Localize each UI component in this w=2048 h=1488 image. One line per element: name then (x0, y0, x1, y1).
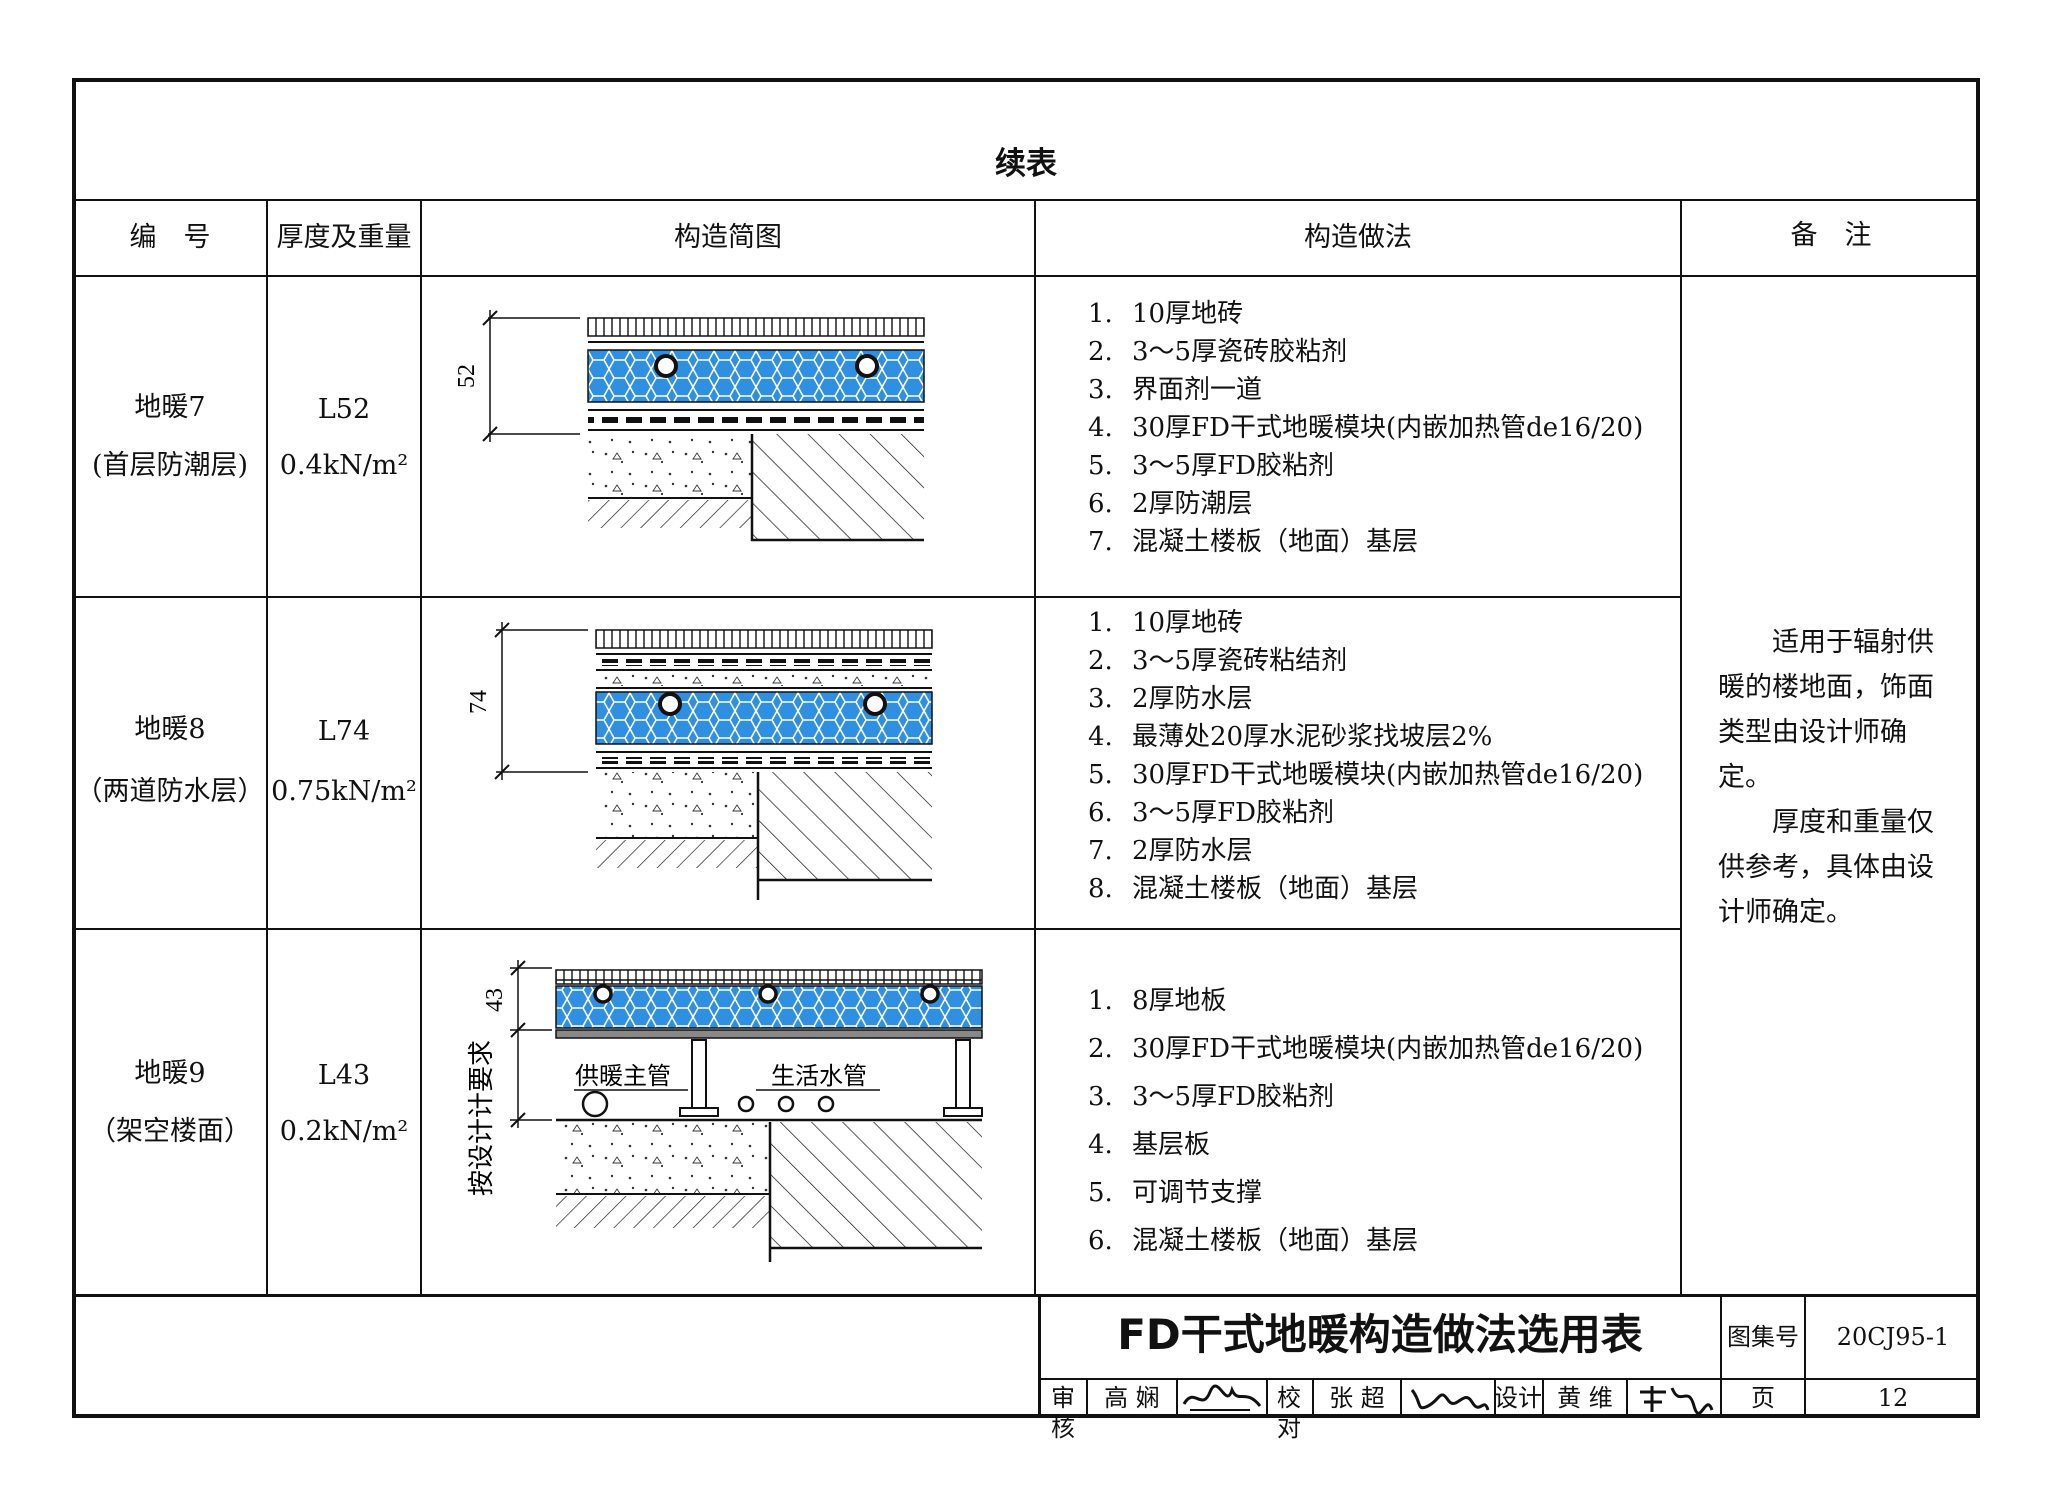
list-item: 8.混凝土楼板（地面）基层 (1088, 874, 1419, 904)
page-no: 12 (1877, 1384, 1909, 1412)
row2-weight: 0.75kN/m² (271, 776, 417, 807)
check-label: 校对 (1277, 1384, 1301, 1442)
reviewer-name: 高 娴 (1104, 1384, 1160, 1412)
drawing-frame (72, 78, 1980, 1418)
list-item: 2.3～5厚瓷砖粘结剂 (1088, 646, 1348, 676)
list-item: 6.混凝土楼板（地面）基层 (1088, 1226, 1419, 1256)
drawing-title: FD干式地暖构造做法选用表 (1117, 1310, 1643, 1359)
checker-name: 张 超 (1329, 1384, 1385, 1412)
designer-name: 黄 维 (1557, 1384, 1613, 1412)
remarks-para-1: 适用于辐射供暖的楼地面，饰面类型由设计师确定。 (1718, 627, 1934, 793)
reviewer-signature (1182, 1384, 1262, 1411)
dim-row1: 52 (454, 364, 480, 388)
atlas-label: 图集号 (1727, 1323, 1799, 1351)
remarks: 适用于辐射供暖的楼地面，饰面类型由设计师确定。 厚度和重量仅供参考，具体由设计师… (1718, 620, 1938, 935)
design-label: 设计 (1494, 1384, 1542, 1412)
list-item: 2.30厚FD干式地暖模块(内嵌加热管de16/20) (1088, 1034, 1644, 1064)
atlas-no: 20CJ95-1 (1836, 1323, 1950, 1351)
row1-thickness: L52 (317, 394, 371, 425)
row3-sub: （架空楼面） (89, 1116, 251, 1147)
checker-signature (1410, 1389, 1490, 1411)
list-item: 3.2厚防水层 (1088, 684, 1253, 714)
list-item: 5.30厚FD干式地暖模块(内嵌加热管de16/20) (1088, 760, 1644, 790)
label-water-pipe: 生活水管 (771, 1063, 867, 1090)
list-item: 6.3～5厚FD胶粘剂 (1088, 798, 1334, 828)
row2-name: 地暖8 (134, 714, 206, 745)
label-main-pipe: 供暖主管 (575, 1063, 671, 1090)
row1-steps: 1.10厚地砖 2.3～5厚瓷砖胶粘剂 3.界面剂一道 4.30厚FD干式地暖模… (1088, 295, 1643, 561)
list-item: 7.混凝土楼板（地面）基层 (1088, 527, 1419, 557)
row2-thickness: L74 (317, 716, 371, 747)
row1-sub: (首层防潮层) (91, 450, 249, 481)
row3-steps: 1.8厚地板 2.30厚FD干式地暖模块(内嵌加热管de16/20) 3.3～5… (1088, 977, 1643, 1265)
list-item: 4.最薄处20厚水泥砂浆找坡层2% (1088, 722, 1493, 752)
review-label: 审核 (1051, 1384, 1075, 1442)
remarks-para-2: 厚度和重量仅供参考，具体由设计师确定。 (1718, 807, 1934, 928)
page-label: 页 (1751, 1384, 1775, 1412)
row3-name: 地暖9 (134, 1058, 206, 1089)
row3-weight: 0.2kN/m² (279, 1116, 409, 1147)
header-number: 编 号 (129, 222, 211, 253)
row1-weight: 0.4kN/m² (279, 450, 409, 481)
list-item: 5.可调节支撑 (1088, 1178, 1263, 1208)
dim-row2: 74 (466, 690, 492, 714)
row1-name: 地暖7 (134, 392, 206, 423)
list-item: 3.3～5厚FD胶粘剂 (1088, 1082, 1334, 1112)
list-item: 3.界面剂一道 (1088, 375, 1263, 405)
dim-row3: 43 (482, 988, 508, 1012)
designer-signature (1640, 1386, 1714, 1415)
list-item: 6.2厚防潮层 (1088, 489, 1253, 519)
list-item: 4.30厚FD干式地暖模块(内嵌加热管de16/20) (1088, 413, 1644, 443)
header-remarks: 备 注 (1790, 220, 1872, 251)
row3-thickness: L43 (317, 1060, 371, 1091)
list-item: 5.3～5厚FD胶粘剂 (1088, 451, 1334, 481)
list-item: 1.10厚地砖 (1088, 299, 1244, 329)
header-diagram: 构造简图 (674, 222, 782, 253)
list-item: 7.2厚防水层 (1088, 836, 1253, 866)
list-item: 4.基层板 (1088, 1130, 1211, 1160)
dim-row3-vertical-label: 按设计计要求 (467, 1040, 496, 1196)
row2-steps: 1.10厚地砖 2.3～5厚瓷砖粘结剂 3.2厚防水层 4.最薄处20厚水泥砂浆… (1088, 604, 1643, 908)
header-thickness-weight: 厚度及重量 (276, 222, 412, 253)
row2-sub: （两道防水层） (75, 776, 265, 807)
header-method: 构造做法 (1304, 222, 1412, 253)
list-item: 1.8厚地板 (1088, 986, 1227, 1016)
list-item: 2.3～5厚瓷砖胶粘剂 (1088, 337, 1348, 367)
table-title: 续表 (995, 146, 1057, 182)
list-item: 1.10厚地砖 (1088, 608, 1244, 638)
